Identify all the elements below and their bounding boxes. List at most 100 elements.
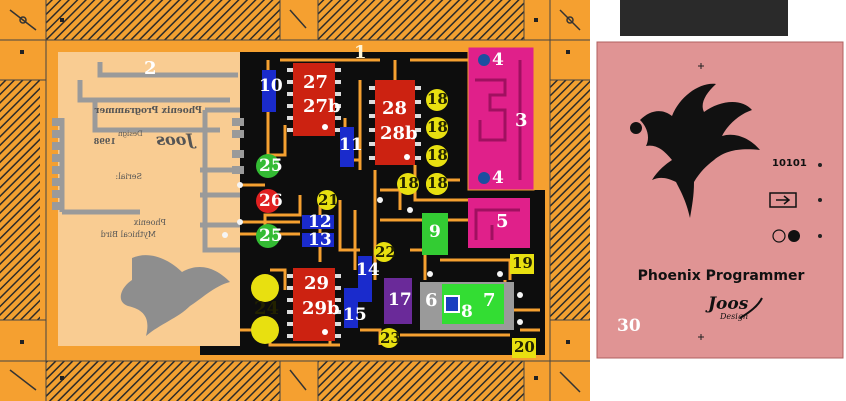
pad-22 (374, 242, 394, 262)
label-22: 22 (375, 243, 396, 261)
label-25-top: 25 (259, 156, 283, 176)
part-9-green (422, 213, 448, 255)
chip-pins (287, 68, 421, 338)
label-13: 13 (308, 230, 332, 250)
pad-25-top (256, 154, 280, 178)
chip-27 (293, 63, 335, 136)
chip-29-pin1 (322, 329, 328, 335)
label-21: 21 (318, 191, 339, 209)
label-5: 5 (496, 211, 509, 232)
label-1: 1 (354, 42, 367, 63)
silk-credit-2: Mythical Bird (100, 230, 156, 239)
label-28: 28 (382, 98, 408, 119)
silk-credit-1: Phoenix (133, 218, 166, 227)
area-2-pins (52, 118, 244, 210)
resistor-15 (344, 288, 358, 328)
label-29b: 29b (302, 298, 340, 319)
edge-hatch-left (0, 80, 40, 320)
label-10: 10 (259, 76, 283, 96)
pad-4-top (478, 54, 490, 66)
pad-25-bottom (256, 224, 280, 248)
label-8: 8 (461, 302, 473, 322)
part-8-box (444, 295, 460, 313)
pad-20 (512, 338, 536, 358)
chip-29 (293, 268, 335, 341)
label-27b: 27b (303, 96, 341, 117)
edge-hatch-right (550, 80, 590, 320)
chip-27-pin1 (322, 124, 328, 130)
pad-23 (379, 328, 399, 348)
mirrored-silkscreen: Phoenix Programmer Joos 1998 Serial: Pho… (62, 100, 212, 260)
label-9: 9 (429, 222, 441, 242)
label-18-d: 18 (427, 174, 448, 192)
label-7: 7 (483, 290, 496, 311)
label-14: 14 (356, 260, 380, 280)
board-gridlines (0, 0, 590, 401)
pad-24-bottom (251, 316, 279, 344)
circle-open-icon (772, 229, 786, 243)
resistor-11 (340, 127, 354, 167)
edge-hatch-bottom-right (318, 361, 524, 401)
label-27: 27 (303, 72, 329, 93)
pad-21 (317, 190, 337, 210)
silk-title: Phoenix Programmer (94, 106, 202, 116)
corner-pins (20, 18, 570, 380)
label-6: 6 (425, 290, 438, 311)
label-17: 17 (388, 290, 412, 310)
label-29: 29 (304, 273, 330, 294)
label-23: 23 (380, 329, 401, 347)
chip-28 (375, 80, 415, 165)
led-dot-2 (818, 198, 822, 202)
panel-binary-label: 10101 (772, 158, 807, 169)
chip-28-pin1 (404, 154, 410, 160)
label-19: 19 (512, 254, 533, 272)
phoenix-head-icon (630, 122, 642, 134)
resistor-12 (302, 215, 334, 229)
led-dot-3 (818, 234, 822, 238)
label-11: 11 (339, 135, 363, 155)
label-12: 12 (308, 212, 332, 232)
pad-26 (256, 189, 280, 213)
label-18-c: 18 (427, 146, 448, 164)
circle-filled-icon (788, 230, 800, 242)
silk-logo: Joos (156, 130, 194, 149)
edge-hatch-top-left (46, 0, 280, 40)
panel-title: Phoenix Programmer (637, 268, 805, 284)
mounting-marks (9, 9, 581, 393)
led-dot-1 (818, 163, 822, 167)
logo-swoosh-icon (739, 297, 763, 319)
label-28b: 28b (380, 123, 418, 144)
resistor-14 (358, 256, 372, 302)
resistor-13 (302, 233, 334, 247)
pad-24-top (251, 274, 279, 302)
panel-crosshairs (698, 63, 704, 340)
area-3-traces (475, 60, 522, 180)
label-18-e: 18 (398, 174, 419, 192)
phoenix-icon (640, 83, 760, 218)
label-26: 26 (259, 191, 283, 211)
label-18-a: 18 (427, 90, 448, 108)
pad-19 (510, 254, 534, 274)
area-2-phoenix-silhouette (120, 255, 230, 336)
label-4-bottom: 4 (492, 168, 504, 188)
silk-logo-sub: Design (118, 130, 143, 138)
area-5-traces (474, 208, 520, 240)
label-24: 24 (254, 298, 280, 319)
pad-4-bottom (478, 172, 490, 184)
label-25-bottom: 25 (259, 226, 283, 246)
panel-connector-top (620, 0, 788, 36)
label-3: 3 (515, 110, 528, 131)
front-panel-30 (596, 41, 844, 359)
label-20: 20 (514, 338, 535, 356)
part-17-purple (384, 278, 412, 324)
silk-serial: Serial: (115, 172, 142, 181)
label-2: 2 (144, 58, 157, 79)
resistor-10 (262, 70, 276, 112)
area-3-magenta (467, 46, 535, 191)
label-4-top: 4 (492, 50, 504, 70)
arrow-box-icon (769, 192, 797, 208)
via-dots (222, 182, 523, 325)
edge-hatch-bottom-left (46, 361, 280, 401)
